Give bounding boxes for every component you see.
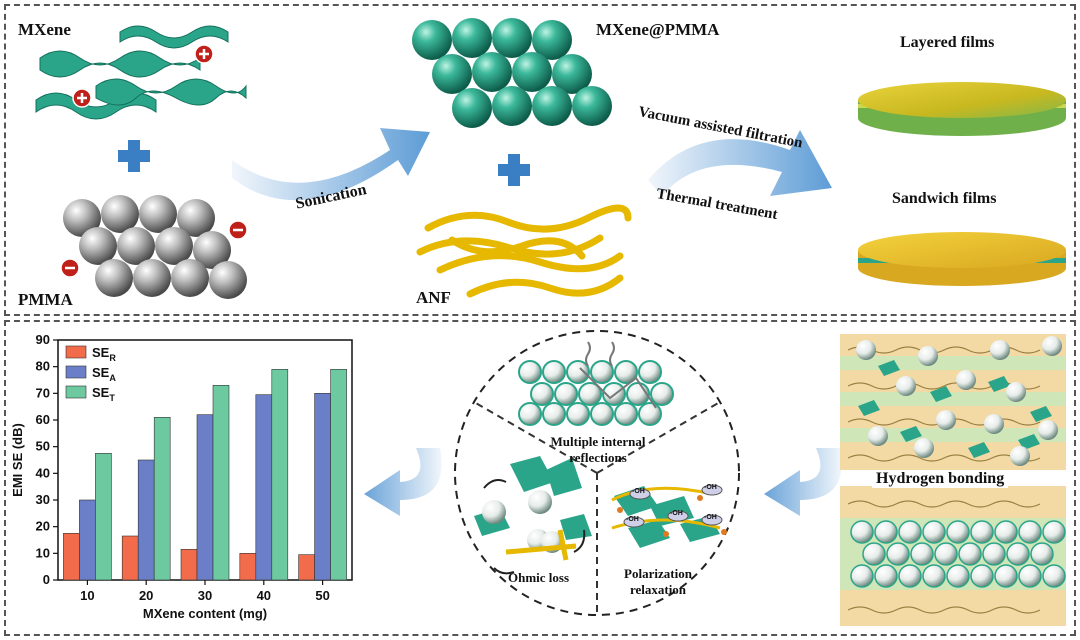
y-tick-label: 70 (36, 385, 50, 400)
wave-arrow-icon (579, 341, 657, 409)
x-axis-label: MXene content (mg) (143, 606, 267, 621)
legend-swatch (65, 365, 87, 379)
reflections-label: Multiple internal reflections (538, 434, 658, 466)
y-tick-label: 30 (36, 492, 50, 507)
oh-group-label: -OH (704, 514, 717, 521)
y-tick-label: 50 (36, 439, 50, 454)
pmma-label: PMMA (18, 290, 73, 309)
y-tick-label: 40 (36, 465, 50, 480)
bar-se-t (153, 417, 171, 581)
oh-group-label: -OH (704, 484, 717, 491)
mxene-pmma-spheres (412, 18, 612, 128)
oh-group-label: -OH (670, 510, 683, 517)
x-tick-label: 30 (198, 588, 212, 603)
mxene-pmma-label: MXene@PMMA (596, 20, 720, 39)
bar-se-r (63, 533, 80, 581)
y-tick-label: 10 (36, 545, 50, 560)
legend-swatch (65, 345, 87, 359)
bar-se-a (137, 459, 155, 581)
layered-film (858, 82, 1066, 136)
bar-se-r (180, 549, 198, 581)
y-tick-label: 80 (36, 359, 50, 374)
sonication-arrow (232, 128, 430, 201)
reflection-spheres (518, 360, 674, 426)
anf-label: ANF (416, 288, 451, 307)
right-curved-arrow (764, 448, 842, 516)
bar-se-t (330, 369, 347, 581)
hbond-structure-top (840, 334, 1066, 470)
polarization-label-line-1: Polarization (624, 566, 692, 581)
bar-se-r (239, 553, 257, 581)
polarization-label: Polarization relaxation (606, 566, 710, 598)
minus-charge-icon (60, 220, 248, 278)
sandwich-film (858, 232, 1066, 286)
ohmic-loss-graphic (474, 456, 592, 575)
ohmic-loss-label: Ohmic loss (508, 570, 570, 585)
hbond-structure-bottom (840, 486, 1066, 626)
bar-se-t (212, 385, 230, 581)
bar-se-a (79, 499, 96, 581)
left-curved-arrow (364, 448, 442, 516)
y-axis-label: EMI SE (dB) (10, 423, 25, 497)
hydrogen-bonding-label: Hydrogen bonding (872, 470, 1009, 488)
bar-se-t (271, 369, 289, 581)
process-arrow (648, 130, 832, 196)
anf-fibers (416, 204, 632, 298)
x-tick-label: 40 (257, 588, 271, 603)
x-tick-label: 50 (315, 588, 329, 603)
x-tick-label: 20 (139, 588, 153, 603)
bar-se-r (121, 535, 139, 581)
top-panel-frame (4, 4, 1076, 316)
bar-se-a (314, 393, 331, 581)
y-tick-label: 60 (36, 412, 50, 427)
plus-charge-icon (72, 44, 214, 108)
bar-se-t (95, 453, 112, 581)
polarization-label-line-2: relaxation (629, 582, 687, 597)
layered-films-label: Layered films (900, 34, 995, 51)
legend-swatch (65, 385, 87, 399)
plus-icon (118, 140, 530, 186)
y-tick-label: 0 (43, 572, 50, 587)
mxene-label: MXene (18, 20, 71, 39)
sandwich-films-label: Sandwich films (892, 190, 997, 207)
y-tick-label: 20 (36, 519, 50, 534)
oh-group-label: -OH (632, 488, 645, 495)
polarization-graphic (611, 484, 727, 548)
bar-se-r (298, 554, 315, 581)
x-tick-label: 10 (80, 588, 94, 603)
reflections-label-line-2: reflections (569, 450, 627, 465)
bar-se-a (255, 394, 273, 581)
y-tick-label: 90 (36, 332, 50, 347)
mxene-flakes (35, 25, 247, 120)
bottom-panel-frame (4, 320, 1076, 636)
pmma-spheres (63, 195, 247, 299)
oh-group-label: -OH (626, 516, 639, 523)
reflections-label-line-1: Multiple internal (550, 434, 646, 449)
bar-se-a (196, 414, 214, 581)
